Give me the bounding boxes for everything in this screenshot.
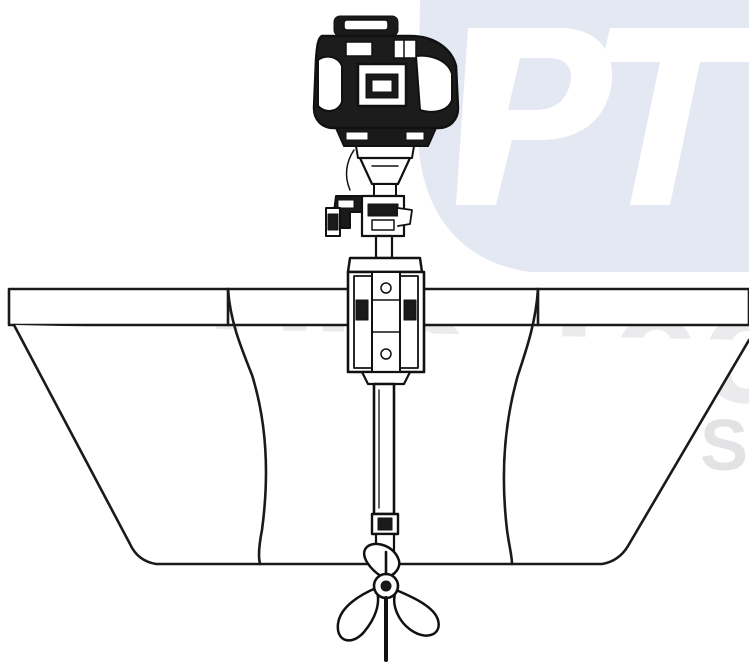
engine-head: [312, 15, 460, 147]
watermark-suffix-text: S: [700, 406, 748, 486]
clamp-bracket: [325, 194, 413, 260]
boat-rib-right: [502, 287, 540, 566]
watermark-logo: [418, 0, 749, 272]
boat-rib-left: [226, 287, 268, 566]
swivel-bracket: [346, 256, 426, 386]
drive-shaft: [370, 382, 400, 554]
engine-neck: [345, 145, 415, 197]
outboard-motor: [312, 15, 460, 662]
propeller: [336, 542, 440, 662]
